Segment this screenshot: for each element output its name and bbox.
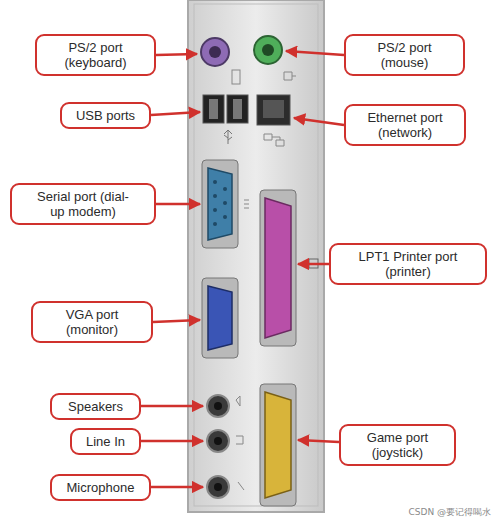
usb-port (203, 95, 224, 123)
watermark: CSDN @要记得喝水 (406, 506, 493, 519)
ps2-socket (209, 46, 221, 58)
ps2-keyboard-port (201, 38, 229, 66)
label-box: VGA port (monitor) (31, 301, 153, 343)
port-label: Line In (76, 434, 135, 449)
port-label: VGA port (monitor) (57, 307, 127, 337)
ps2-socket (262, 44, 274, 56)
leader-arrow (151, 486, 203, 489)
label-box: Game port (joystick) (339, 424, 456, 466)
panel-detail (223, 201, 227, 205)
ps2-mouse-port (254, 36, 282, 64)
usb-tongue (233, 99, 242, 119)
panel-detail (213, 222, 217, 226)
parallel-port (265, 198, 291, 338)
leader-arrows (141, 51, 344, 487)
serial-icon (244, 200, 249, 208)
ethernet-port (257, 95, 290, 125)
leader-arrow (298, 263, 329, 266)
serial-port-frame (202, 160, 238, 248)
leader-arrow (151, 112, 200, 115)
leader-arrow (286, 51, 344, 55)
label-box: LPT1 Printer port (printer) (329, 243, 487, 285)
serial-port (208, 168, 232, 240)
panel-detail (213, 194, 217, 198)
port-label: Microphone (58, 480, 143, 495)
audio-icons (236, 396, 244, 490)
label-box: USB ports (60, 102, 151, 129)
microphone-jack (207, 476, 229, 498)
leader-arrow (141, 440, 203, 443)
network-icon (264, 134, 284, 146)
jack-hole (214, 437, 222, 445)
jack-hole (214, 402, 222, 410)
label-box: PS/2 port (mouse) (344, 34, 465, 76)
vga-port-frame (202, 278, 238, 358)
parallel-port-frame (260, 190, 296, 346)
port-label: Speakers (58, 399, 133, 414)
leader-arrow (153, 320, 200, 322)
leader-arrow (156, 203, 200, 206)
leader-arrow (156, 54, 197, 55)
port-label: USB ports (70, 108, 141, 123)
line-in-jack (207, 430, 229, 452)
label-box: Microphone (50, 474, 151, 501)
port-label: Ethernet port (network) (360, 110, 450, 140)
game-port-frame (260, 384, 296, 506)
leader-arrow (298, 440, 339, 442)
panel-detail (223, 187, 227, 191)
port-label: PS/2 port (keyboard) (59, 40, 132, 70)
io-plate-inner (194, 4, 318, 506)
leader-arrow (294, 118, 344, 125)
usb-tongue (209, 99, 218, 119)
vga-port (208, 286, 232, 350)
port-label: Game port (joystick) (359, 430, 436, 460)
port-label: Serial port (dial-up modem) (30, 189, 136, 219)
mouse-icon (284, 72, 296, 80)
io-plate (188, 0, 324, 512)
label-box: Ethernet port (network) (344, 104, 466, 146)
panel-detail (213, 208, 217, 212)
panel-detail (213, 180, 217, 184)
serial-pins (213, 180, 227, 226)
port-label: PS/2 port (mouse) (368, 40, 441, 70)
usb-icon (224, 130, 232, 144)
ethernet-socket (263, 100, 284, 118)
panel-detail (223, 215, 227, 219)
label-box: Speakers (50, 393, 141, 420)
port-label: LPT1 Printer port (printer) (349, 249, 467, 279)
game-port (265, 392, 291, 498)
speaker-jack (207, 395, 229, 417)
usb-port (227, 95, 248, 123)
keyboard-icon (232, 70, 240, 84)
leader-arrow (141, 405, 203, 408)
label-box: PS/2 port (keyboard) (35, 34, 156, 76)
jack-hole (214, 483, 222, 491)
label-box: Serial port (dial-up modem) (10, 183, 156, 225)
label-box: Line In (70, 428, 141, 455)
